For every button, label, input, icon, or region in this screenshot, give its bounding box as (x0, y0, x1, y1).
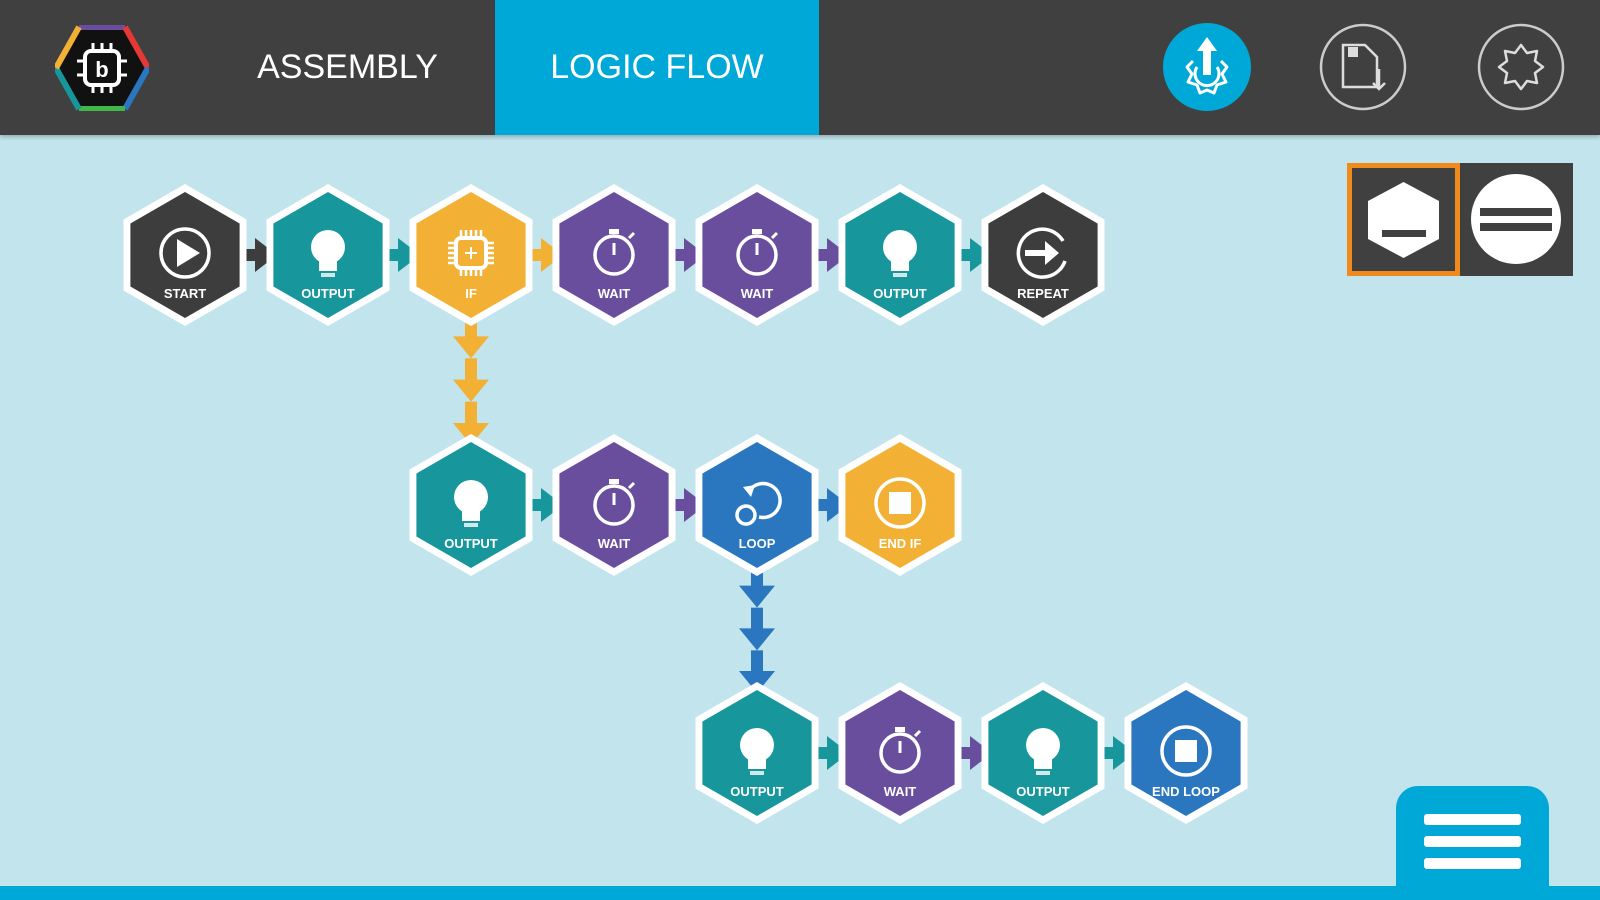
bulb-icon (311, 230, 345, 277)
flow-block-label: REPEAT (1017, 286, 1069, 301)
flow-block-wait[interactable]: WAIT (552, 434, 676, 576)
flow-block-wait[interactable]: WAIT (552, 184, 676, 326)
flow-block-label: OUTPUT (444, 536, 498, 551)
menu-line (1424, 814, 1521, 825)
connectors (235, 238, 1135, 770)
bulb-icon (1026, 728, 1060, 775)
menu-button[interactable] (1396, 786, 1549, 900)
hexagon-view-button[interactable] (1347, 163, 1460, 276)
flow-block-wait[interactable]: WAIT (838, 682, 962, 824)
flow-block-label: WAIT (598, 536, 631, 551)
flow-block-repeat[interactable]: REPEAT (981, 184, 1105, 326)
branch-arrow (453, 315, 489, 445)
bottom-accent-bar (0, 886, 1600, 900)
tab-logic-flow[interactable]: LOGIC FLOW (495, 0, 819, 135)
circle-view-icon (1471, 174, 1561, 264)
timer-icon (593, 479, 636, 526)
branch-arrow (739, 565, 775, 693)
flow-block-label: IF (465, 286, 477, 301)
play-icon (159, 227, 211, 279)
save-icon (1319, 23, 1407, 111)
chip-icon (448, 230, 494, 276)
flow-block-start[interactable]: START (123, 184, 247, 326)
repeat-icon (1016, 227, 1067, 279)
flow-block-output[interactable]: OUTPUT (838, 184, 962, 326)
tab-assembly[interactable]: ASSEMBLY (257, 48, 438, 86)
flow-block-label: OUTPUT (1016, 784, 1070, 799)
flow-block-label: LOOP (739, 536, 776, 551)
stop-icon (1160, 725, 1212, 777)
view-toggle (1347, 163, 1573, 276)
flow-block-label: WAIT (741, 286, 774, 301)
flow-block-label: END IF (879, 536, 922, 551)
timer-icon (593, 229, 636, 276)
loop-icon (735, 481, 782, 526)
flow-block-label: WAIT (884, 784, 917, 799)
bulb-icon (454, 480, 488, 527)
flow-block-label: OUTPUT (301, 286, 355, 301)
stop-icon (874, 477, 926, 529)
flow-block-label: OUTPUT (873, 286, 927, 301)
svg-text:b: b (95, 57, 108, 82)
bulb-icon (883, 230, 917, 277)
top-bar: b ASSEMBLY LOGIC FLOW (0, 0, 1600, 135)
gear-icon (1477, 23, 1565, 111)
app-logo: b (53, 24, 151, 112)
flow-block-label: OUTPUT (730, 784, 784, 799)
flow-block-output[interactable]: OUTPUT (266, 184, 390, 326)
hexagon-view-icon (1368, 182, 1439, 258)
bulb-icon (740, 728, 774, 775)
logic-flow-canvas: START OUTPUT IF WAIT WAIT OUTPUT REPEAT OUTPUT W… (123, 184, 1248, 824)
upload-button[interactable] (1163, 23, 1251, 111)
settings-button[interactable] (1477, 23, 1565, 111)
menu-line (1424, 858, 1521, 869)
circle-view-button[interactable] (1460, 163, 1573, 276)
flow-block-label: START (164, 286, 206, 301)
flow-block-label: END LOOP (1152, 784, 1220, 799)
menu-line (1424, 836, 1521, 847)
flow-block-loop[interactable]: LOOP (695, 434, 819, 576)
save-button[interactable] (1319, 23, 1407, 111)
flow-block-label: WAIT (598, 286, 631, 301)
flow-block-output[interactable]: OUTPUT (981, 682, 1105, 824)
flow-block-end-if[interactable]: END IF (838, 434, 962, 576)
timer-icon (879, 727, 922, 774)
flow-block-output[interactable]: OUTPUT (695, 682, 819, 824)
flow-block-wait[interactable]: WAIT (695, 184, 819, 326)
flow-block-end-loop[interactable]: END LOOP (1124, 682, 1248, 824)
upload-icon (1185, 37, 1229, 95)
flow-block-if[interactable]: IF (409, 184, 533, 326)
timer-icon (736, 229, 779, 276)
flow-block-output[interactable]: OUTPUT (409, 434, 533, 576)
